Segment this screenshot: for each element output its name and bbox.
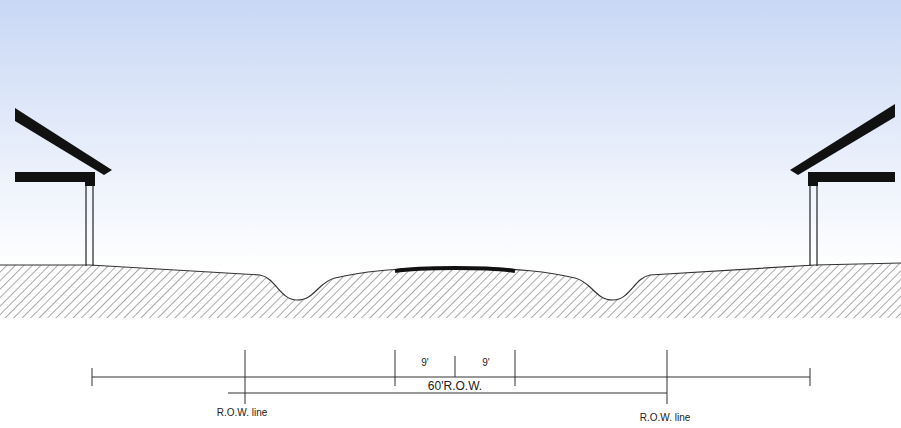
dimension-lines bbox=[92, 350, 810, 404]
right-house bbox=[790, 104, 895, 266]
sky bbox=[0, 0, 901, 268]
dimension-label: 9' bbox=[480, 357, 491, 369]
row-line-label: R.O.W. line bbox=[638, 412, 693, 424]
pavement bbox=[395, 268, 515, 271]
row-line-label: R.O.W. line bbox=[215, 407, 270, 419]
row-width-label: 60'R.O.W. bbox=[426, 380, 484, 392]
ground-line bbox=[0, 263, 901, 300]
dimension-label: 9' bbox=[419, 357, 430, 369]
ground-section bbox=[0, 263, 901, 318]
left-house bbox=[15, 108, 112, 266]
